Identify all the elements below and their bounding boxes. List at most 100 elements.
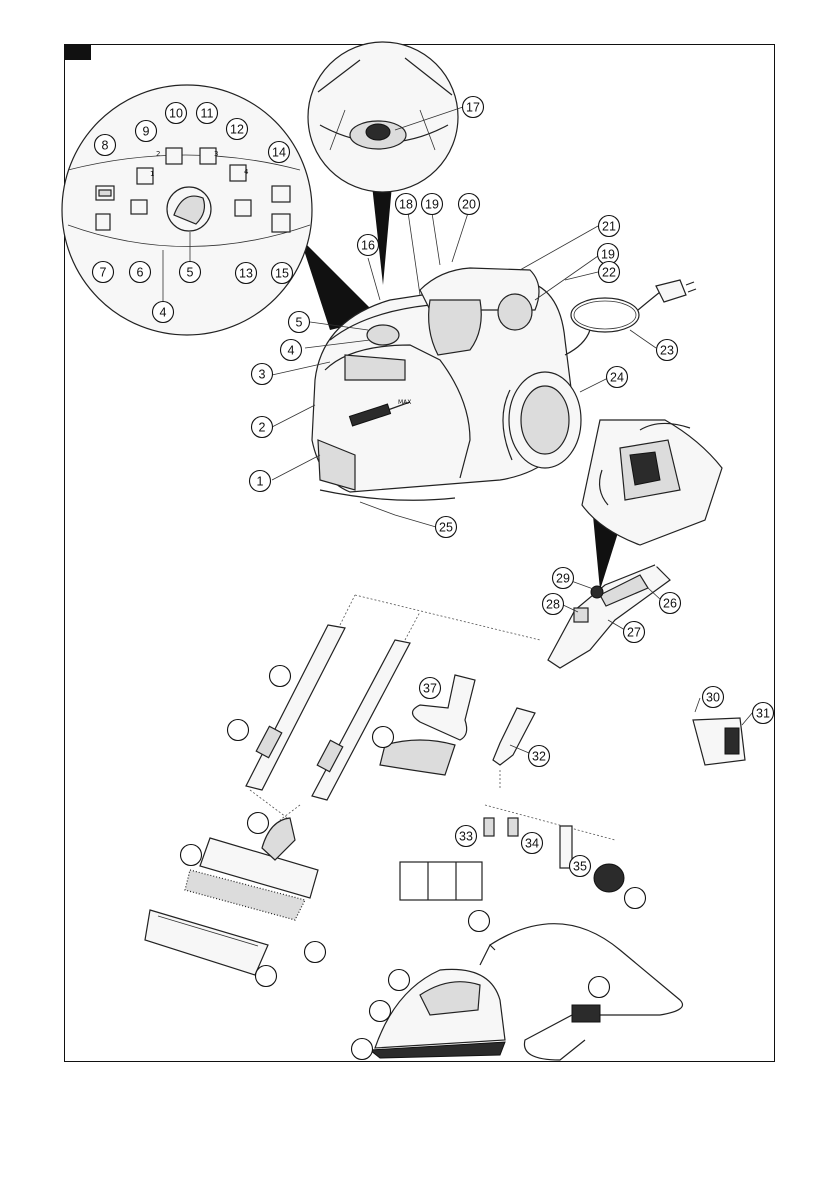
callout-circle <box>589 977 610 998</box>
callout-19: 19 <box>422 194 443 215</box>
callout-5: 5 <box>289 312 310 333</box>
power-plug-icon <box>656 280 686 302</box>
callout-number: 32 <box>532 749 546 763</box>
callout-15: 15 <box>272 263 293 284</box>
callout-unlabeled <box>469 911 490 932</box>
callout-unlabeled <box>389 970 410 991</box>
callout-number: 30 <box>706 690 720 704</box>
callout-7: 7 <box>93 262 114 283</box>
callout-number: 35 <box>573 859 587 873</box>
water-drops-icon <box>235 200 251 216</box>
callout-number: 31 <box>756 706 770 720</box>
callout-circle <box>469 911 490 932</box>
callout-number: 26 <box>663 596 677 610</box>
callout-unlabeled <box>181 845 202 866</box>
callout-number: 1 <box>257 474 264 488</box>
callout-unlabeled <box>305 942 326 963</box>
corner-tag <box>65 45 91 60</box>
callout-25: 25 <box>436 517 457 538</box>
callout-number: 3 <box>259 367 266 381</box>
filler-cap-zoom <box>308 42 458 285</box>
callout-28: 28 <box>543 594 564 615</box>
callout-4: 4 <box>281 340 302 361</box>
callout-33: 33 <box>456 826 477 847</box>
callout-circle <box>625 888 646 909</box>
callout-number: 29 <box>556 571 570 585</box>
callout-number: 5 <box>296 315 303 329</box>
callout-1: 1 <box>250 471 271 492</box>
callout-34: 34 <box>522 833 543 854</box>
callout-number: 11 <box>201 106 214 120</box>
callout-circle <box>270 666 291 687</box>
svg-text:2: 2 <box>156 150 160 158</box>
callout-number: 21 <box>602 219 616 233</box>
callout-9: 9 <box>136 121 157 142</box>
callout-number: 9 <box>143 124 150 138</box>
callout-unlabeled <box>589 977 610 998</box>
power-cord <box>565 280 696 355</box>
callout-unlabeled <box>352 1039 373 1060</box>
trigger-zoom <box>582 420 722 590</box>
callout-23: 23 <box>657 340 678 361</box>
callout-unlabeled <box>625 888 646 909</box>
callout-number: 22 <box>602 265 616 279</box>
step2-icon <box>166 148 182 164</box>
callout-4: 4 <box>153 302 174 323</box>
callout-number: 25 <box>439 520 453 534</box>
callout-unlabeled <box>370 1001 391 1022</box>
callout-8: 8 <box>95 135 116 156</box>
callout-number: 23 <box>660 343 674 357</box>
callout-number: 14 <box>272 145 286 159</box>
callout-number: 19 <box>425 197 439 211</box>
callout-unlabeled <box>256 966 277 987</box>
off-indicator-icon <box>131 200 147 214</box>
callout-circle <box>305 942 326 963</box>
callout-number: 27 <box>627 625 641 639</box>
callout-14: 14 <box>269 142 290 163</box>
callout-number: 13 <box>239 266 253 280</box>
tank-icon <box>96 214 110 230</box>
svg-text:3: 3 <box>214 150 218 158</box>
refill-icon <box>272 214 290 232</box>
callout-35: 35 <box>570 856 591 877</box>
extension-tubes <box>246 595 540 820</box>
callout-circle <box>228 720 249 741</box>
callout-10: 10 <box>166 103 187 124</box>
callout-number: 16 <box>361 238 375 252</box>
callout-number: 5 <box>187 265 194 279</box>
callout-number: 10 <box>169 106 183 120</box>
callout-number: 6 <box>137 265 144 279</box>
callout-16: 16 <box>358 235 379 256</box>
callout-30: 30 <box>703 687 724 708</box>
callout-unlabeled <box>373 727 394 748</box>
callout-number: 18 <box>399 197 413 211</box>
callout-24: 24 <box>607 367 628 388</box>
callout-unlabeled <box>248 813 269 834</box>
callout-20: 20 <box>459 194 480 215</box>
callout-number: 2 <box>259 420 266 434</box>
iron-mode-icon <box>272 186 290 202</box>
callout-number: 20 <box>462 197 476 211</box>
callout-number: 4 <box>288 343 295 357</box>
steam-gun <box>548 564 745 765</box>
callout-27: 27 <box>624 622 645 643</box>
callout-circle <box>248 813 269 834</box>
callout-number: 7 <box>100 265 107 279</box>
callout-number: 37 <box>423 681 437 695</box>
steam-iron <box>370 924 683 1060</box>
callout-37: 37 <box>420 678 441 699</box>
callout-5: 5 <box>180 262 201 283</box>
callout-circle <box>256 966 277 987</box>
callout-number: 12 <box>230 122 244 136</box>
callout-number: 24 <box>610 370 624 384</box>
callout-circle <box>389 970 410 991</box>
svg-text:MAX: MAX <box>398 399 411 406</box>
callout-18: 18 <box>396 194 417 215</box>
callout-number: 34 <box>525 836 539 850</box>
callout-unlabeled <box>228 720 249 741</box>
callout-3: 3 <box>252 364 273 385</box>
callout-circle <box>370 1001 391 1022</box>
callout-26: 26 <box>660 593 681 614</box>
callout-circle <box>373 727 394 748</box>
